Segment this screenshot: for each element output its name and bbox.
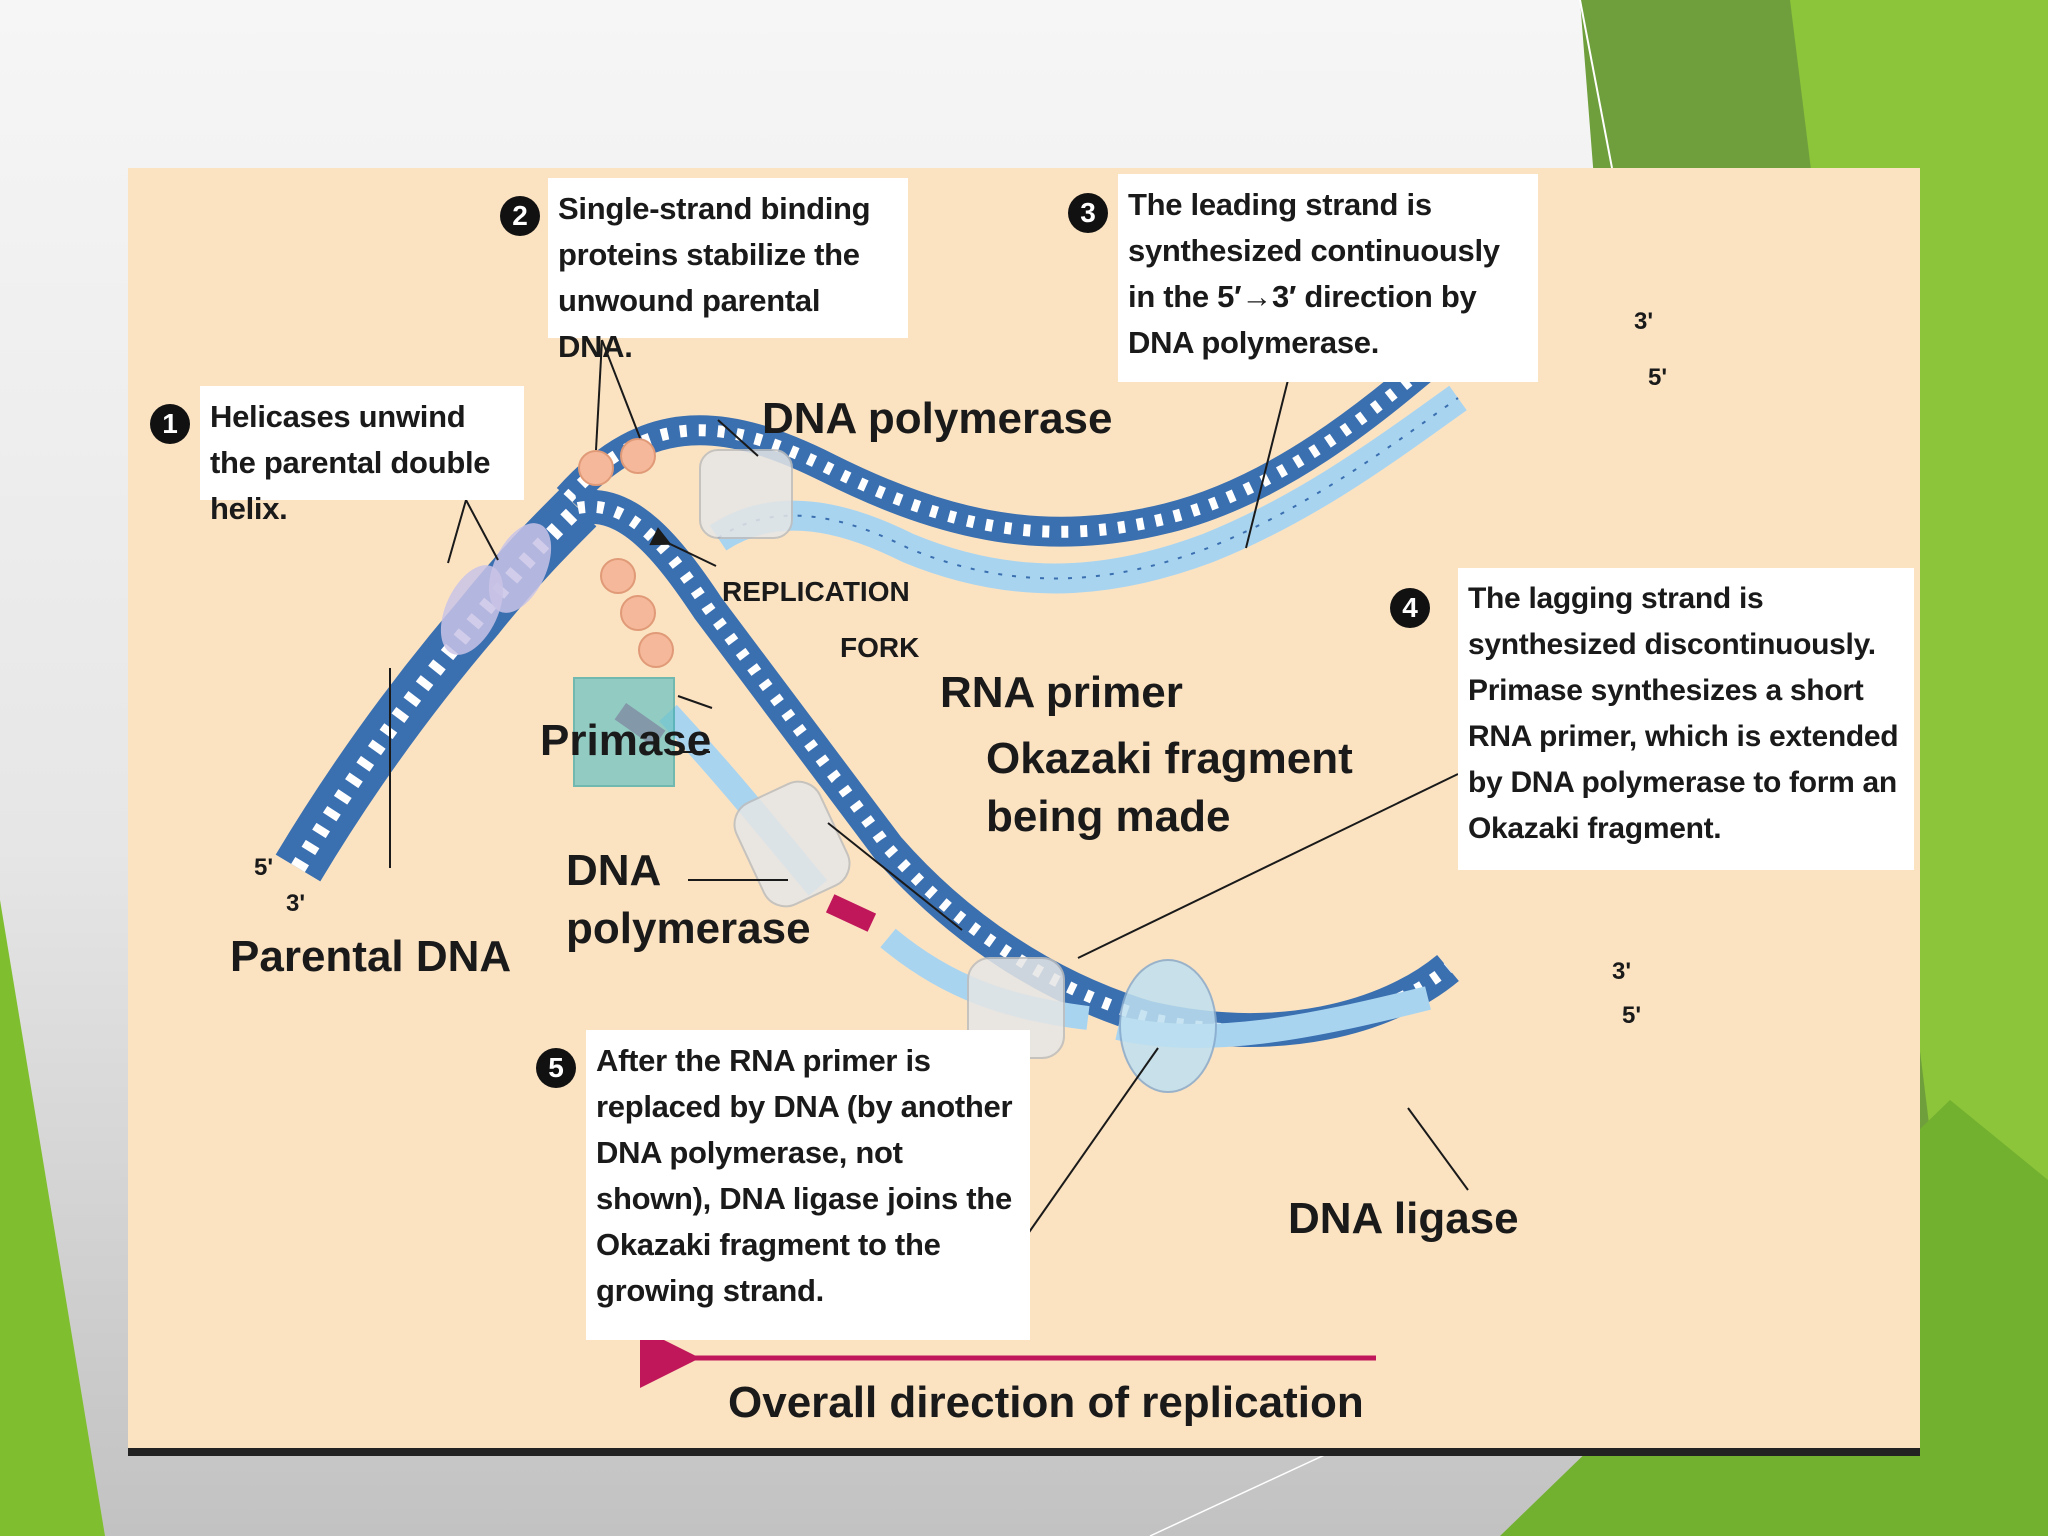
label-primase: Primase — [540, 716, 712, 765]
label-dna-polymerase-top: DNA polymerase — [762, 394, 1113, 443]
callout-dna-ligase: After the RNA primer is replaced by DNA … — [586, 1030, 1030, 1340]
step-3-badge: 3 — [1068, 193, 1108, 233]
helicase-2 — [488, 523, 552, 613]
label-okazaki-line1: Okazaki fragment — [986, 734, 1353, 783]
end-lagging-5: 5' — [1622, 1002, 1642, 1029]
callout-helicases: Helicases unwind the parental double hel… — [200, 386, 524, 526]
step-1-badge: 1 — [150, 404, 190, 444]
label-rna-primer: RNA primer — [940, 668, 1183, 717]
ssb-protein-4 — [620, 595, 656, 631]
label-parental-dna: Parental DNA — [230, 932, 512, 981]
label-dna-ligase: DNA ligase — [1288, 1194, 1519, 1243]
lagging-template-rungs — [576, 500, 1452, 1036]
ssb-protein-2 — [620, 438, 656, 474]
ssb-protein-3 — [600, 558, 636, 594]
step-4-badge: 4 — [1390, 588, 1430, 628]
leading-template-rungs — [563, 343, 1452, 538]
end-parental-3: 3' — [286, 890, 306, 917]
label-replication: REPLICATION — [722, 576, 910, 607]
callout-ssb-proteins: Single-strand binding proteins stabilize… — [548, 178, 908, 364]
callout-leading-strand: The leading strand is synthesized contin… — [1118, 174, 1538, 382]
primase-enzyme — [573, 677, 675, 787]
green-accent-left — [0, 900, 105, 1536]
end-leading-3: 3' — [1634, 308, 1654, 335]
end-lagging-3: 3' — [1612, 958, 1632, 985]
dna-replication-figure: 1 Helicases unwind the parental double h… — [128, 168, 1920, 1456]
step-2-badge: 2 — [500, 196, 540, 236]
rna-primer-lower — [825, 894, 877, 932]
helicase-1 — [440, 565, 504, 655]
leading-new-strand-edge — [717, 397, 1459, 580]
ssb-protein-5 — [638, 632, 674, 668]
callout-lagging-strand: The lagging strand is synthesized discon… — [1458, 568, 1914, 870]
step-5-badge: 5 — [536, 1048, 576, 1088]
label-dna-polymerase-bottom-line2: polymerase — [566, 904, 811, 953]
dna-ligase-enzyme — [1119, 959, 1217, 1093]
end-parental-5: 5' — [254, 854, 274, 881]
replication-diagram — [275, 336, 1469, 1388]
dna-polymerase-lagging — [733, 780, 851, 908]
label-overall-direction: Overall direction of replication — [728, 1378, 1364, 1427]
label-okazaki-line2: being made — [986, 792, 1231, 841]
slide-line-1 — [1579, 0, 1613, 169]
dna-polymerase-leading — [699, 449, 793, 539]
leader-lines — [389, 339, 1469, 1249]
label-fork: FORK — [840, 632, 920, 663]
label-dna-polymerase-bottom-line1: DNA — [566, 846, 662, 895]
end-leading-5: 5' — [1648, 364, 1668, 391]
ssb-protein-1 — [578, 450, 614, 486]
